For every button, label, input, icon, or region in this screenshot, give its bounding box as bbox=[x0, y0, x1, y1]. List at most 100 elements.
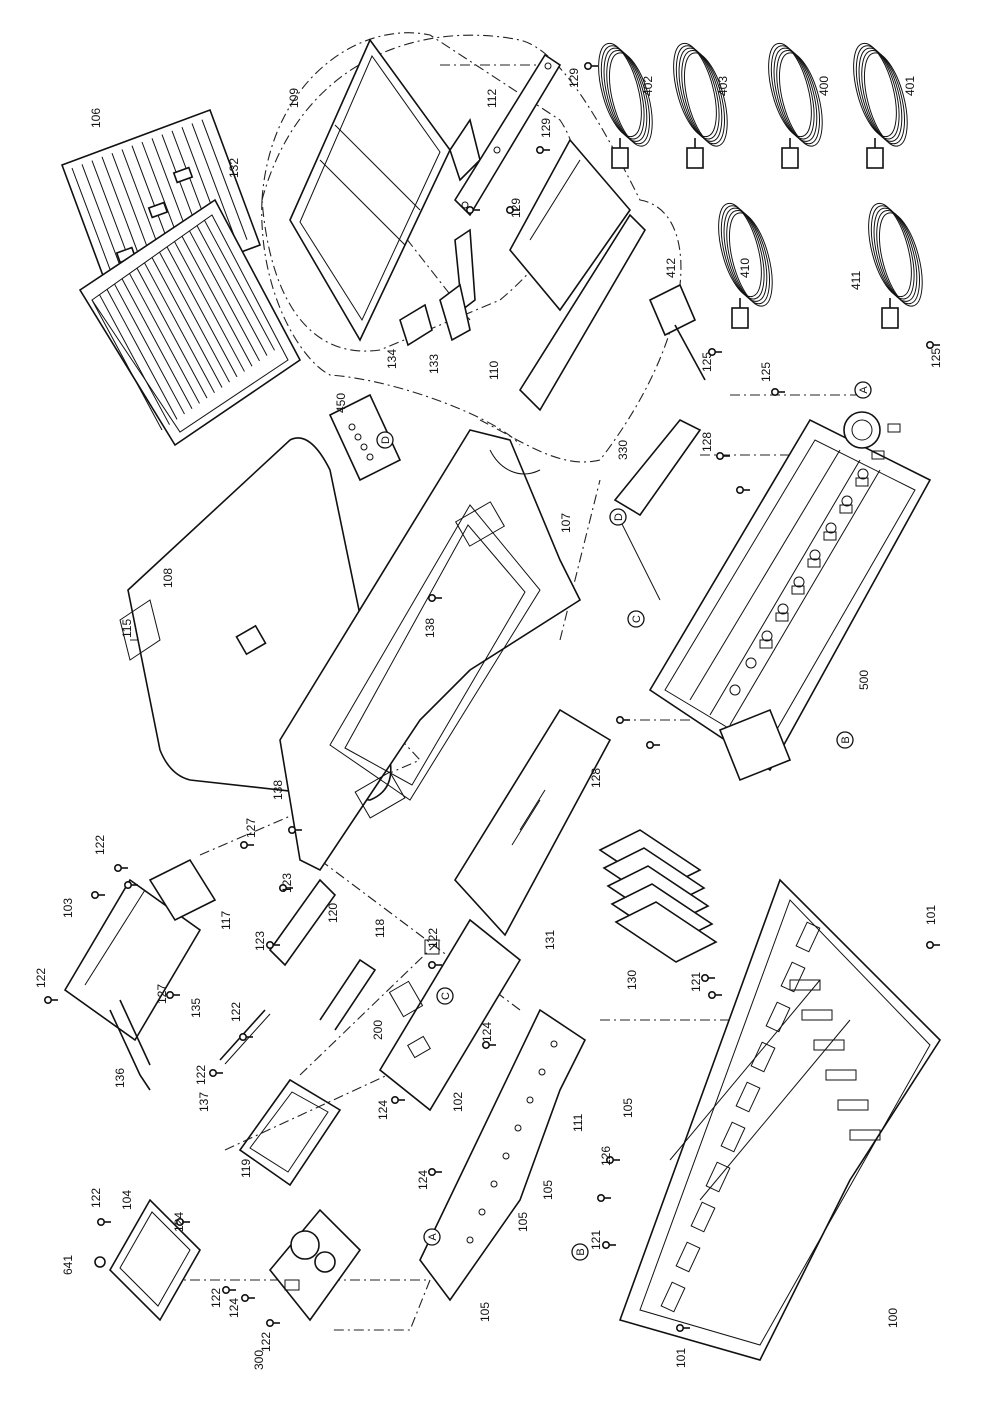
screw-head bbox=[91, 890, 100, 899]
part-132-rear-tray bbox=[78, 198, 302, 447]
screw bbox=[605, 1156, 620, 1165]
svg-text:D: D bbox=[613, 513, 625, 521]
part-412-connector bbox=[648, 283, 706, 381]
cord-loop bbox=[681, 50, 725, 145]
plug bbox=[731, 307, 749, 329]
chassis-hole bbox=[502, 1152, 510, 1160]
part-115-label bbox=[119, 599, 161, 661]
cord-loop bbox=[873, 207, 918, 302]
cord-loop bbox=[683, 52, 728, 147]
drive-block bbox=[791, 585, 805, 595]
callout-126: 126 bbox=[599, 1146, 613, 1166]
screw bbox=[265, 940, 280, 949]
part-133-holder bbox=[399, 283, 471, 347]
callout-121: 121 bbox=[689, 972, 703, 992]
part-103-shield-bracket bbox=[63, 858, 217, 1091]
part-102-chassis-plate bbox=[419, 1008, 587, 1302]
svg-text:C: C bbox=[440, 992, 452, 1000]
svg-text:D: D bbox=[380, 436, 392, 444]
screw-head bbox=[925, 940, 934, 949]
housing-rib bbox=[735, 1081, 761, 1113]
screw bbox=[675, 1324, 690, 1333]
cord-loop bbox=[868, 202, 912, 298]
chassis-hole bbox=[550, 1040, 558, 1048]
screw-head bbox=[427, 960, 436, 969]
callout-641: 641 bbox=[61, 1255, 75, 1275]
svg-text:A: A bbox=[427, 1233, 439, 1241]
screw bbox=[427, 593, 442, 602]
callout-133: 133 bbox=[427, 354, 441, 374]
part-107-upper-housing bbox=[279, 429, 582, 872]
part-200-main-board bbox=[378, 918, 522, 1112]
screw bbox=[601, 1241, 616, 1250]
roller-gear bbox=[745, 657, 757, 669]
screw bbox=[427, 1168, 442, 1177]
drive-block bbox=[775, 612, 789, 622]
callout-101: 101 bbox=[674, 1348, 688, 1368]
callout-125: 125 bbox=[700, 352, 714, 372]
cord-loop bbox=[853, 42, 897, 138]
screw-head bbox=[124, 880, 133, 889]
part-104-psu-cover bbox=[109, 1198, 201, 1322]
callout-125: 125 bbox=[759, 362, 773, 382]
callout-410: 410 bbox=[738, 258, 752, 278]
callout-412: 412 bbox=[664, 258, 678, 278]
screw-head bbox=[770, 387, 779, 396]
callout-110: 110 bbox=[487, 361, 501, 380]
housing-rib bbox=[675, 1241, 701, 1273]
screw bbox=[465, 206, 480, 215]
drive-block bbox=[823, 531, 837, 541]
callout-200: 200 bbox=[371, 1020, 385, 1040]
cord-loop bbox=[773, 47, 818, 142]
plug bbox=[781, 147, 799, 169]
callout-124: 124 bbox=[416, 1170, 430, 1190]
screw bbox=[91, 890, 105, 899]
callout-300: 300 bbox=[252, 1350, 266, 1370]
reference-marker-b: B bbox=[571, 1243, 589, 1261]
callout-131: 131 bbox=[543, 930, 557, 950]
tray-slot-line bbox=[159, 251, 230, 383]
screw bbox=[583, 61, 598, 70]
housing-rib bbox=[660, 1281, 686, 1313]
part-500-printer-mechanism bbox=[648, 411, 932, 782]
tray-slot-line bbox=[121, 278, 193, 409]
callout-128: 128 bbox=[700, 432, 714, 452]
tray-slot-line bbox=[181, 236, 253, 367]
screw bbox=[241, 1294, 255, 1303]
tray-slot-line bbox=[196, 225, 268, 356]
cord-loop bbox=[778, 52, 823, 147]
callout-127: 127 bbox=[244, 818, 258, 838]
housing-rib bbox=[789, 979, 821, 991]
callout-450: 450 bbox=[334, 393, 348, 413]
tray-slot-line bbox=[191, 123, 238, 244]
callout-124: 124 bbox=[227, 1298, 241, 1318]
part-118-clip bbox=[319, 958, 377, 1031]
part-131-transparent-lid bbox=[454, 708, 612, 937]
callout-411: 411 bbox=[849, 271, 863, 290]
cord-loop bbox=[876, 210, 920, 305]
reference-markers: A A B B C C D D bbox=[376, 381, 872, 1261]
callout-121: 121 bbox=[589, 1230, 603, 1250]
screw bbox=[925, 340, 940, 349]
callout-120: 120 bbox=[326, 903, 340, 923]
screw-head bbox=[465, 206, 474, 215]
screw-head bbox=[241, 1294, 250, 1303]
chassis-hole bbox=[538, 1068, 546, 1076]
reference-marker-b: B bbox=[836, 731, 854, 749]
roller-gear bbox=[729, 684, 741, 696]
tray-slot-line bbox=[204, 220, 275, 351]
callout-117: 117 bbox=[219, 911, 233, 930]
callout-122: 122 bbox=[89, 1188, 103, 1208]
screw bbox=[505, 206, 520, 215]
tray-slot-line bbox=[189, 230, 260, 362]
screw-head bbox=[222, 1286, 231, 1295]
callout-129: 129 bbox=[567, 68, 581, 88]
screw bbox=[265, 1319, 280, 1328]
callout-132: 132 bbox=[227, 158, 241, 178]
power-cords bbox=[598, 42, 923, 329]
screw bbox=[596, 1194, 611, 1203]
reference-marker-a: A bbox=[423, 1228, 441, 1246]
part-300-power-unit bbox=[268, 1208, 362, 1322]
screw bbox=[615, 715, 630, 724]
housing-rib bbox=[849, 1129, 881, 1141]
